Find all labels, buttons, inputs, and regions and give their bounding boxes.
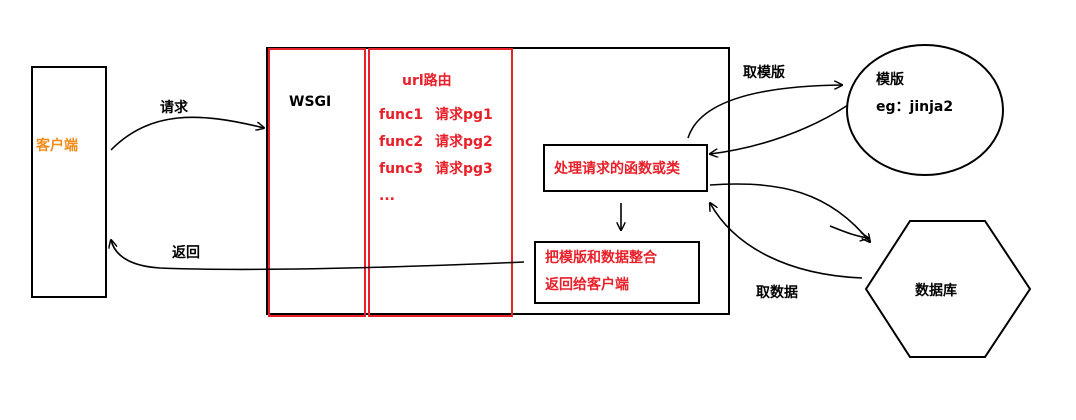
- template-ellipse: [846, 44, 1004, 176]
- client-label: 客户端: [35, 137, 78, 154]
- route-func: func1: [379, 107, 423, 123]
- response-arrow: [111, 240, 525, 271]
- wsgi-label: WSGI: [289, 94, 331, 110]
- request-label: 请求: [160, 99, 189, 116]
- route-target: 请求pg2: [435, 133, 493, 150]
- route-target: 请求pg3: [435, 160, 493, 177]
- get-template-arrow-out: [687, 85, 842, 139]
- client-box: [31, 66, 107, 298]
- combine-line-2: 返回给客户端: [545, 276, 629, 293]
- route-more: ...: [379, 188, 395, 204]
- database-hexagon: [864, 220, 1032, 358]
- route-func: func3: [379, 161, 423, 177]
- url-router-title: url路由: [402, 72, 452, 89]
- route-target: 请求pg1: [435, 106, 493, 123]
- combine-line-1: 把模版和数据整合: [545, 249, 658, 266]
- url-router-box: [368, 48, 513, 317]
- handler-label: 处理请求的函数或类: [553, 160, 681, 177]
- get-data-label: 取数据: [756, 284, 798, 301]
- route-func: func2: [379, 134, 423, 150]
- template-title: 模版: [876, 71, 904, 88]
- response-label: 返回: [172, 244, 200, 261]
- combine-box: [534, 241, 700, 304]
- server-box: [266, 47, 730, 315]
- database-label: 数据库: [915, 282, 957, 299]
- get-data-arrow-back: [710, 203, 863, 279]
- wsgi-box: [268, 48, 366, 317]
- template-example: eg：jinja2: [876, 99, 953, 115]
- get-template-arrow-back: [710, 104, 849, 154]
- handler-box: [543, 144, 708, 192]
- get-template-label: 取模版: [743, 64, 785, 81]
- request-arrow: [110, 116, 264, 151]
- get-data-arrow-out: [709, 183, 870, 242]
- get-data-arrow-mid: [829, 225, 868, 238]
